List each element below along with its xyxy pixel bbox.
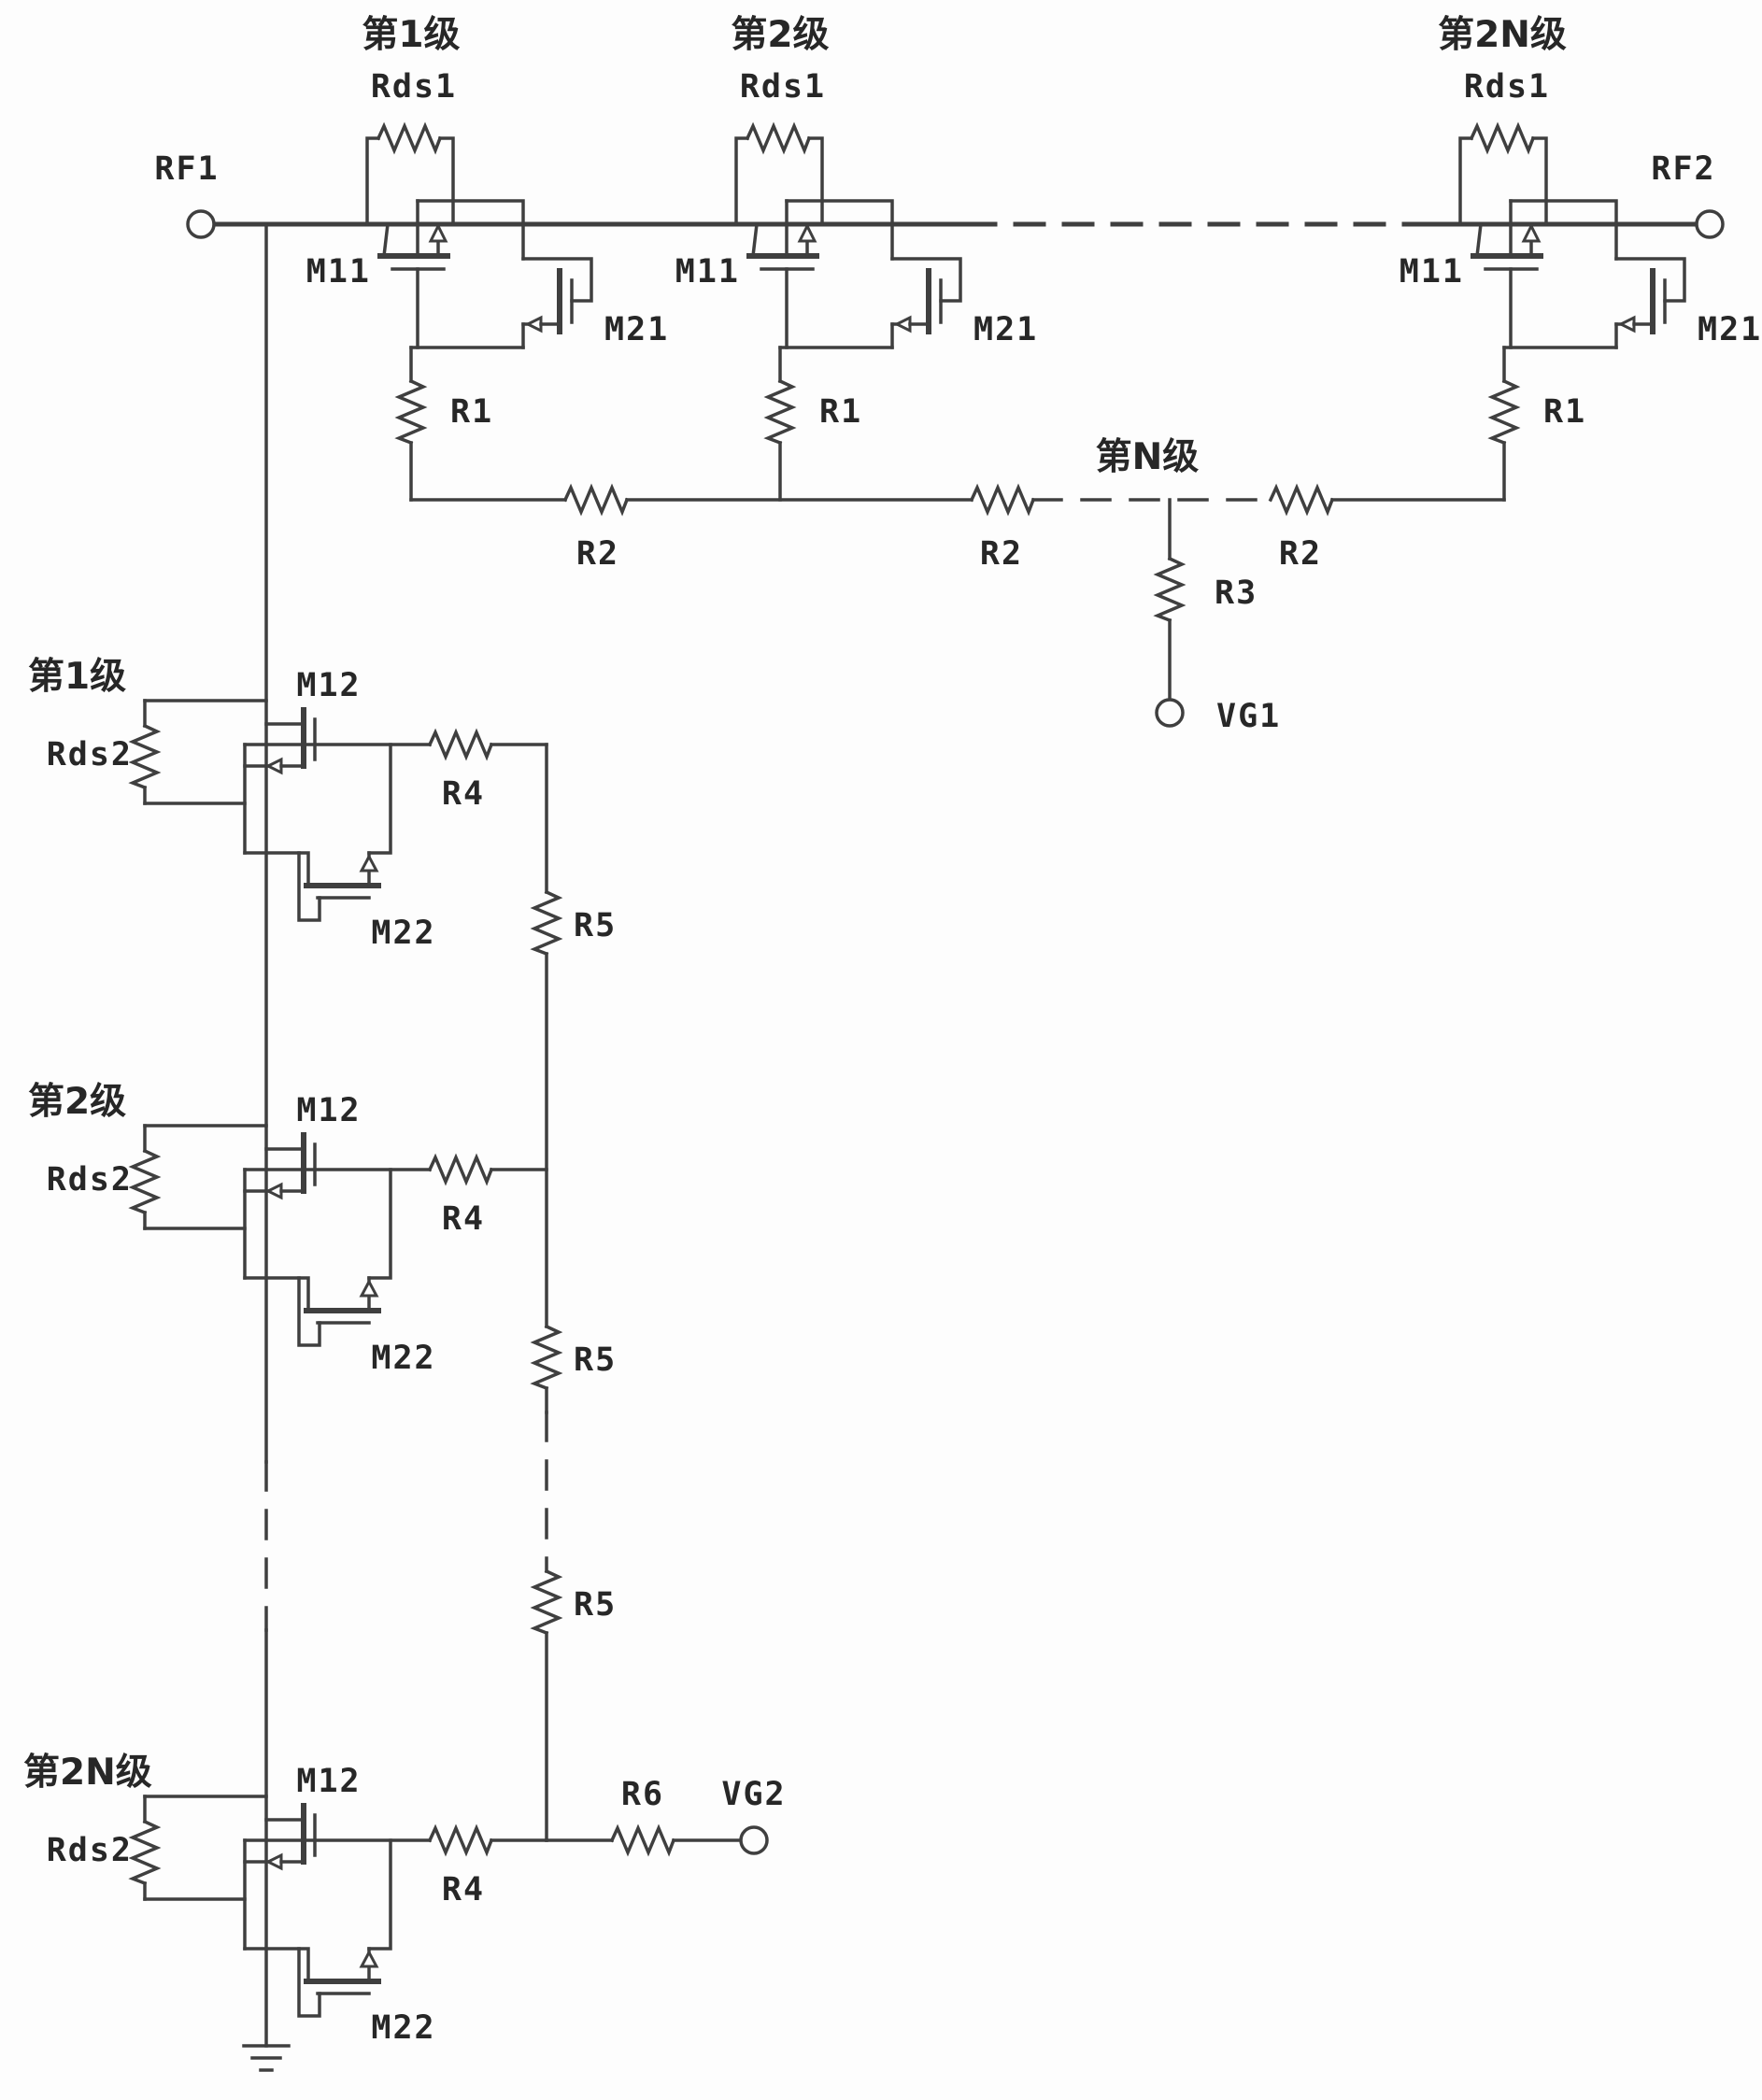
m22-label-1: M22 bbox=[371, 915, 435, 952]
r4-resistor-1 bbox=[428, 731, 493, 759]
gate-bias-rail bbox=[409, 486, 1506, 514]
m22-label-2: M22 bbox=[371, 1340, 435, 1377]
vg1-label: VG1 bbox=[1216, 698, 1281, 735]
vg2-terminal bbox=[739, 1825, 769, 1855]
m22-label-3: M22 bbox=[371, 2009, 435, 2047]
ground-symbol bbox=[242, 2044, 291, 2072]
shunt-stage-1: 第1级 M12 Rds2 R4 M22 bbox=[28, 656, 547, 952]
r6-resistor bbox=[610, 1826, 675, 1854]
r1-label-2: R1 bbox=[819, 393, 862, 431]
rds1-resistor-2 bbox=[734, 124, 824, 226]
r5-resistor-3 bbox=[533, 1569, 561, 1635]
r2-label-1: R2 bbox=[576, 535, 619, 573]
r2-resistor-1 bbox=[563, 486, 629, 514]
shunt-stage-2: 第2级 M12 Rds2 R4 M22 bbox=[28, 1081, 547, 1377]
r1-label-1: R1 bbox=[450, 393, 493, 431]
r5-resistor-2 bbox=[533, 1325, 561, 1390]
r2-resistor-3 bbox=[1269, 486, 1334, 514]
rds1-label-1: Rds1 bbox=[371, 68, 457, 106]
series-stage-label-3: 第2N级 bbox=[1438, 14, 1567, 56]
r1-resistor-3 bbox=[1490, 346, 1518, 502]
shunt-stage-label-1: 第1级 bbox=[28, 656, 126, 698]
m11-label-1: M11 bbox=[306, 253, 371, 291]
r5-label-1: R5 bbox=[574, 907, 617, 944]
r4-resistor-2 bbox=[428, 1156, 493, 1184]
rds1-resistor-3 bbox=[1458, 124, 1548, 226]
r2-label-2: R2 bbox=[980, 535, 1023, 573]
r4-label-1: R4 bbox=[442, 775, 485, 813]
series-stage-1: 第1级 Rds1 M11 M21 R1 bbox=[306, 14, 669, 502]
r1-resistor-2 bbox=[766, 346, 794, 502]
rds1-label-2: Rds1 bbox=[740, 68, 826, 106]
r1-resistor-1 bbox=[397, 346, 425, 502]
r6-label: R6 bbox=[621, 1776, 664, 1813]
rf1-label: RF1 bbox=[154, 150, 219, 188]
m21-label-3: M21 bbox=[1698, 311, 1762, 348]
r3-label: R3 bbox=[1215, 575, 1258, 612]
shunt-stage-label-3: 第2N级 bbox=[23, 1752, 152, 1794]
r5-label-2: R5 bbox=[574, 1341, 617, 1379]
series-stage-2: 第2级 Rds1 M11 M21 R1 bbox=[675, 14, 1038, 502]
rds1-resistor-1 bbox=[365, 124, 455, 226]
r5-rail bbox=[533, 743, 561, 1842]
rds2-label-1: Rds2 bbox=[47, 736, 133, 773]
rf2-label: RF2 bbox=[1651, 150, 1715, 188]
m11-label-2: M11 bbox=[675, 253, 740, 291]
r3-branch bbox=[1156, 498, 1184, 702]
m12-label-2: M12 bbox=[296, 1092, 361, 1129]
r3-resistor bbox=[1156, 557, 1184, 622]
vg2-label: VG2 bbox=[721, 1776, 786, 1813]
r4-label-2: R4 bbox=[442, 1200, 485, 1238]
r5-resistor-1 bbox=[533, 890, 561, 956]
rf2-terminal bbox=[1695, 209, 1725, 239]
r2-label-3: R2 bbox=[1279, 535, 1322, 573]
rds1-label-3: Rds1 bbox=[1464, 68, 1550, 106]
series-stage-label-2: 第2级 bbox=[731, 14, 829, 56]
m11-label-3: M11 bbox=[1400, 253, 1464, 291]
vg1-terminal bbox=[1155, 698, 1185, 728]
r4-resistor-3 bbox=[428, 1826, 493, 1854]
shunt-stage-label-2: 第2级 bbox=[28, 1081, 126, 1123]
r2-resistor-2 bbox=[970, 486, 1035, 514]
r4-label-3: R4 bbox=[442, 1871, 485, 1908]
series-stage-label-1: 第1级 bbox=[362, 14, 460, 56]
m21-label-2: M21 bbox=[973, 311, 1038, 348]
m21-label-1: M21 bbox=[604, 311, 669, 348]
r6-branch bbox=[545, 1826, 743, 1854]
rds2-label-3: Rds2 bbox=[47, 1832, 133, 1869]
rf1-terminal bbox=[186, 209, 216, 239]
mid-stage-label: 第N级 bbox=[1096, 436, 1200, 478]
series-stage-2n: 第2N级 Rds1 M11 M21 R1 bbox=[1400, 14, 1762, 502]
m12-label-1: M12 bbox=[296, 667, 361, 704]
shunt-stage-2n: 第2N级 M12 Rds2 R4 M22 bbox=[23, 1752, 547, 2047]
r5-label-3: R5 bbox=[574, 1586, 617, 1624]
rds2-label-2: Rds2 bbox=[47, 1161, 133, 1199]
m12-label-3: M12 bbox=[296, 1763, 361, 1800]
r1-label-3: R1 bbox=[1543, 393, 1586, 431]
